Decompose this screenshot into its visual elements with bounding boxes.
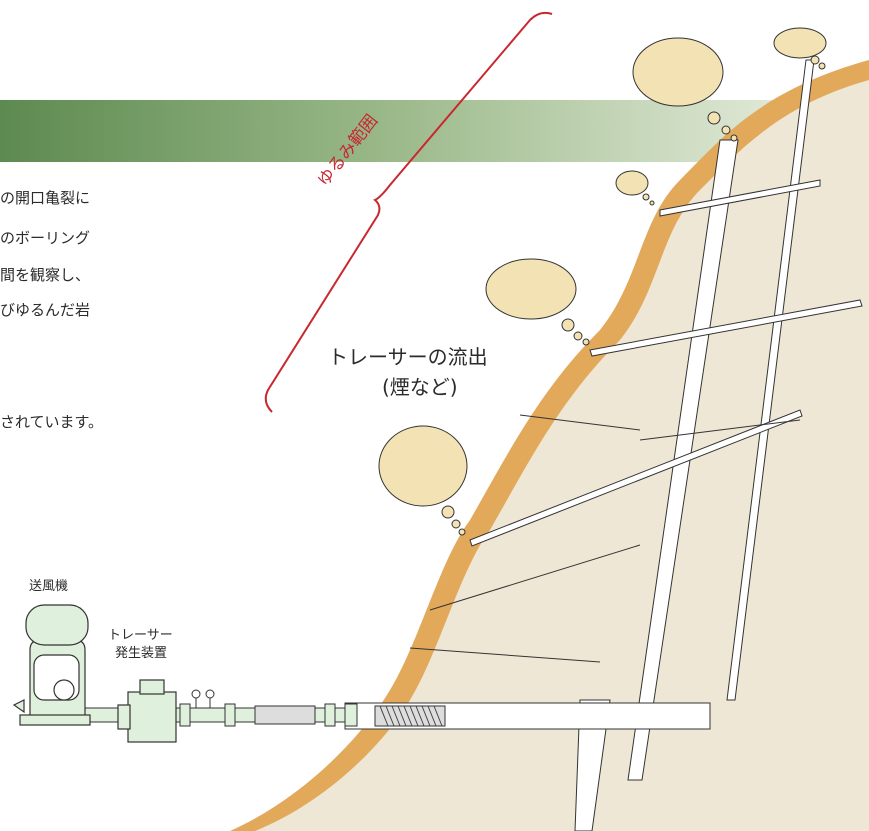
smoke-cloud-icon [378,27,827,536]
body-text-line: のボーリング [0,229,91,247]
body-text-line: 間を観察し、 [0,266,91,284]
crack-network [469,59,863,831]
tracer-generator-sub-label: 発生装置 [115,646,168,661]
fine-cracks [409,414,801,663]
body-text-line: されています。 [0,413,104,431]
tracer-outflow-sub-label: (煙など) [382,375,458,399]
loose-range-bracket [264,11,553,413]
tracer-outflow-label: トレーサーの流出 [328,345,488,369]
body-text-line: びゆるんだ岩 [0,301,91,319]
tracer-generator-icon [117,679,177,743]
borehole [344,702,711,730]
blower-icon [12,604,91,726]
gauge-icon [191,689,215,708]
tracer-generator-label: トレーサー [108,628,173,643]
blower-label: 送風機 [29,579,69,594]
body-text-line: の開口亀裂に [0,189,91,207]
